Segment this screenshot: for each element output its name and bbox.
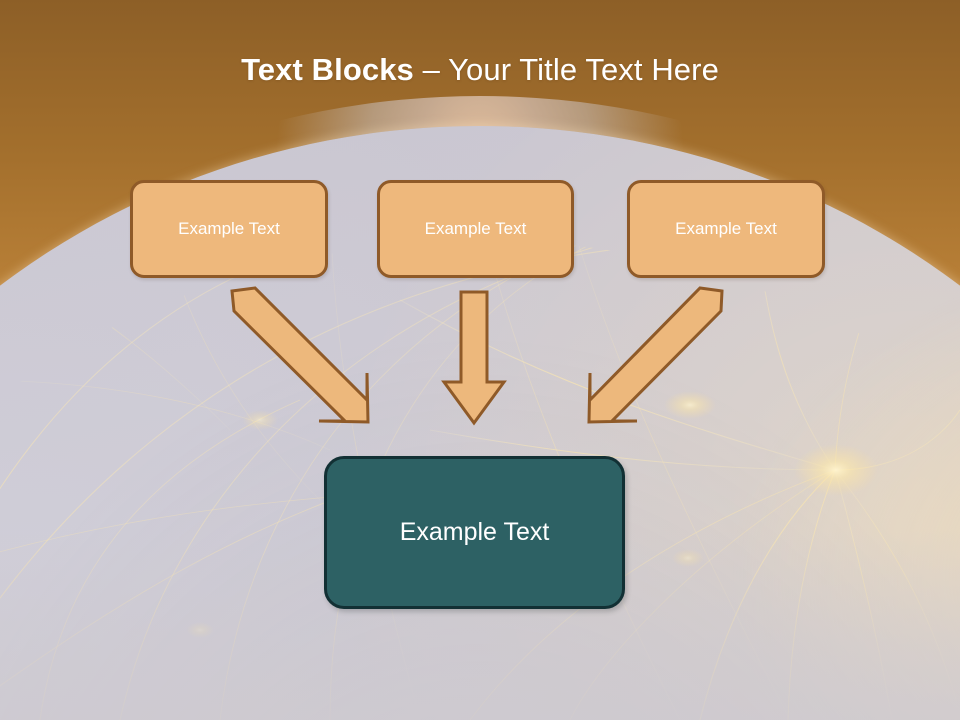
page-title: Text Blocks – Your Title Text Here <box>0 50 960 90</box>
text-block-result[interactable]: Example Text <box>324 456 625 609</box>
text-block-result-label: Example Text <box>399 518 550 546</box>
text-block-1-label: Example Text <box>178 219 280 238</box>
text-block-3[interactable]: Example Text <box>627 180 825 278</box>
title-separator: – <box>413 52 449 87</box>
text-block-1[interactable]: Example Text <box>130 180 328 278</box>
title-light-part: Your Title Text Here <box>448 52 719 87</box>
title-bold-part: Text Blocks <box>241 52 414 87</box>
text-block-2[interactable]: Example Text <box>377 180 574 278</box>
text-block-2-label: Example Text <box>424 219 527 238</box>
text-block-3-label: Example Text <box>675 219 777 238</box>
